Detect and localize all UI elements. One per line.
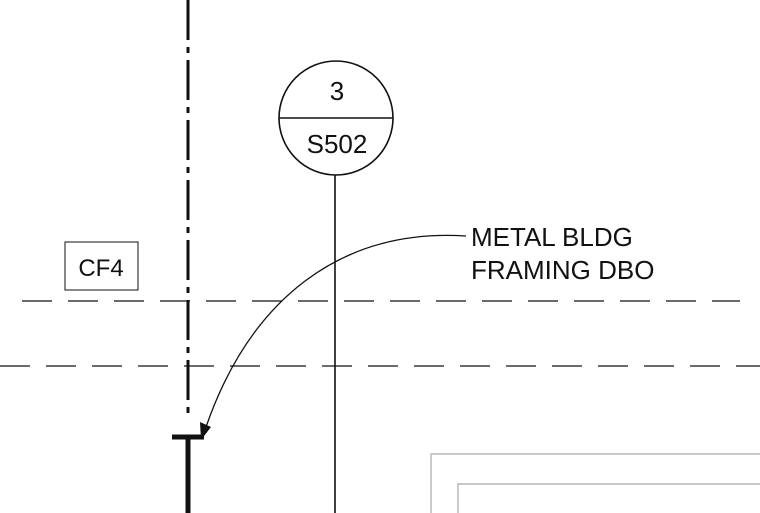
leader-line [205,234,467,428]
adjacent-element-outline-outer [430,453,760,513]
section-callout[interactable]: 3 S502 [278,60,394,176]
cf4-tag[interactable]: CF4 [64,241,139,291]
cf4-tag-box [64,241,139,291]
note-line-1: METAL BLDG [471,222,633,252]
cf4-tag-label: CF4 [78,255,123,282]
adjacent-element-outline-inner [457,483,760,513]
note-line-2: FRAMING DBO [471,255,654,285]
section-detail-number: 3 [330,76,344,106]
section-sheet-number: S502 [307,129,368,159]
